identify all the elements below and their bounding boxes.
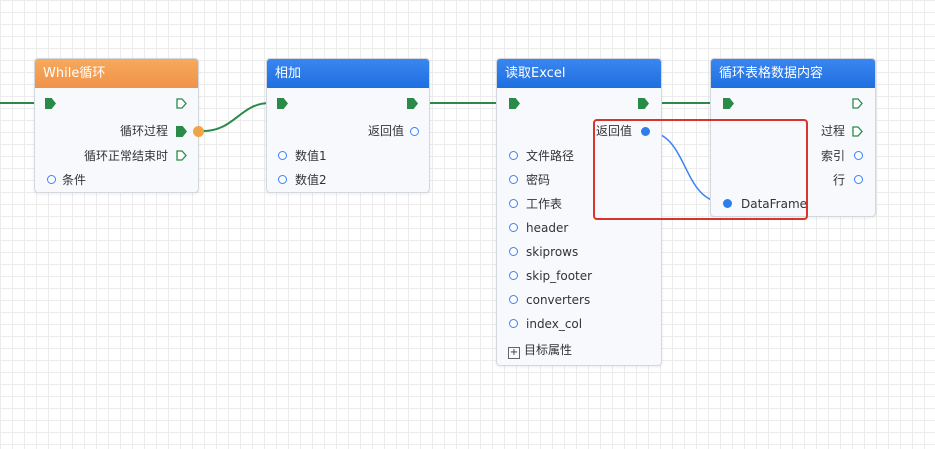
param-port-index-col[interactable] (509, 319, 518, 328)
node-loop-table[interactable]: 循环表格数据内容 过程 索引 行 DataFrame (710, 58, 876, 217)
loop-process-label: 循环过程 (119, 124, 168, 138)
param-port-file-path[interactable] (509, 151, 518, 160)
node-add[interactable]: 相加 返回值 数值1 数值2 (266, 58, 430, 193)
exec-out-port[interactable] (638, 98, 649, 109)
return-value-label: 返回值 (367, 124, 404, 138)
node-read-excel[interactable]: 读取Excel 返回值 文件路径 密码 工作表 header skiprows … (496, 58, 662, 366)
return-value-label: 返回值 (595, 124, 632, 138)
param-port-sheet[interactable] (509, 199, 518, 208)
target-props-toggle[interactable]: + 目标属性 (508, 342, 573, 359)
index-port[interactable] (854, 151, 863, 160)
param-converters: converters (526, 293, 591, 307)
param-port-converters[interactable] (509, 295, 518, 304)
return-value-port[interactable] (410, 127, 419, 136)
exec-out-port[interactable] (852, 98, 863, 109)
exec-in-port[interactable] (277, 98, 288, 109)
wire-loop-to-add (202, 102, 271, 132)
loop-process-port[interactable] (176, 126, 187, 137)
param-skiprows: skiprows (526, 245, 579, 259)
exec-in-port[interactable] (509, 98, 520, 109)
process-port[interactable] (852, 126, 863, 137)
param-sheet: 工作表 (526, 197, 563, 211)
condition-port[interactable] (47, 175, 56, 184)
dataframe-port[interactable] (723, 199, 732, 208)
param-port-skiprows[interactable] (509, 247, 518, 256)
index-label: 索引 (820, 149, 845, 163)
num2-label: 数值2 (295, 173, 327, 187)
param-port-skip-footer[interactable] (509, 271, 518, 280)
num2-port[interactable] (278, 175, 287, 184)
dataframe-label: DataFrame (741, 197, 808, 211)
param-index-col: index_col (526, 317, 583, 331)
loop-end-port[interactable] (176, 150, 187, 161)
param-header: header (526, 221, 569, 235)
exec-out-port[interactable] (176, 98, 187, 109)
highlight-box (593, 119, 808, 220)
loop-end-label: 循环正常结束时 (83, 149, 168, 163)
node-while-loop[interactable]: While循环 循环过程 循环正常结束时 条件 (34, 58, 199, 193)
node-title[interactable]: 相加 (267, 59, 429, 88)
row-port[interactable] (854, 175, 863, 184)
row-label: 行 (832, 173, 845, 187)
exec-out-port[interactable] (407, 98, 418, 109)
process-label: 过程 (820, 124, 845, 138)
node-title[interactable]: 循环表格数据内容 (711, 59, 875, 88)
param-file-path: 文件路径 (526, 149, 575, 163)
param-port-header[interactable] (509, 223, 518, 232)
condition-label: 条件 (62, 173, 87, 187)
exec-in-port[interactable] (723, 98, 734, 109)
param-password: 密码 (526, 173, 551, 187)
node-title[interactable]: 读取Excel (497, 59, 661, 88)
num1-port[interactable] (278, 151, 287, 160)
node-title[interactable]: While循环 (35, 59, 198, 88)
num1-label: 数值1 (295, 149, 327, 163)
param-skip-footer: skip_footer (526, 269, 593, 283)
exec-in-port[interactable] (45, 98, 56, 109)
expand-plus-icon: + (508, 347, 520, 359)
return-value-port[interactable] (641, 127, 650, 136)
collapse-badge-icon[interactable] (193, 126, 204, 137)
param-port-password[interactable] (509, 175, 518, 184)
target-props-label: 目标属性 (524, 343, 573, 357)
